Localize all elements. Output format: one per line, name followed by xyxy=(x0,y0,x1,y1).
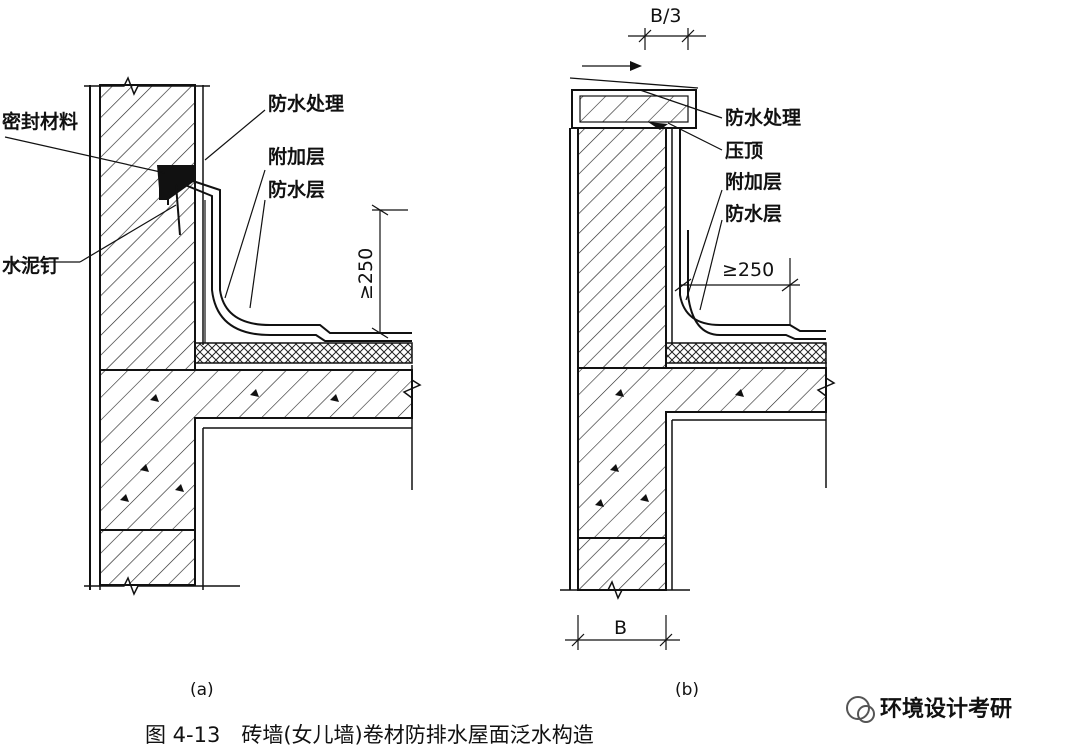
dimension-b-third: B/3 xyxy=(650,5,682,27)
label-waterproof-layer-b: 防水层 xyxy=(725,202,782,225)
label-additional-layer-a: 附加层 xyxy=(268,145,325,168)
label-waterproof-layer-a: 防水层 xyxy=(268,178,325,201)
sub-label-b: (b) xyxy=(675,680,699,700)
dimension-a: ≥250 xyxy=(355,248,377,300)
concrete-slab-b xyxy=(577,367,827,539)
figure-caption: 图 4-13 砖墙(女儿墙)卷材防排水屋面泛水构造 xyxy=(145,723,594,747)
label-waterproof-treatment-a: 防水处理 xyxy=(268,92,344,115)
wechat-icon xyxy=(846,696,870,720)
brick-wall-a xyxy=(99,84,196,371)
insulation-layer-a xyxy=(194,342,413,364)
watermark-text: 环境设计考研 xyxy=(880,696,1012,722)
sub-label-a: (a) xyxy=(190,680,214,700)
insulation-layer-b xyxy=(665,342,827,364)
sealant-block xyxy=(157,165,196,200)
watermark: 环境设计考研 xyxy=(846,696,1012,723)
label-coping-b: 压顶 xyxy=(725,140,763,162)
panel-b: B/3 ≥250 B 防水处理 压顶 附加层 防水层 (b) xyxy=(560,5,836,700)
dimension-b: ≥250 xyxy=(722,259,774,281)
brick-wall-b xyxy=(577,127,667,369)
label-seal-a: 密封材料 xyxy=(2,110,78,133)
dimension-b-width: B xyxy=(614,617,627,639)
label-waterproof-treatment-b: 防水处理 xyxy=(725,106,801,129)
label-additional-layer-b: 附加层 xyxy=(725,170,782,193)
label-nail-a: 水泥钉 xyxy=(2,254,59,277)
panel-a: ≥250 密封材料 防水处理 附加层 防水层 水泥钉 (a) xyxy=(2,76,422,700)
